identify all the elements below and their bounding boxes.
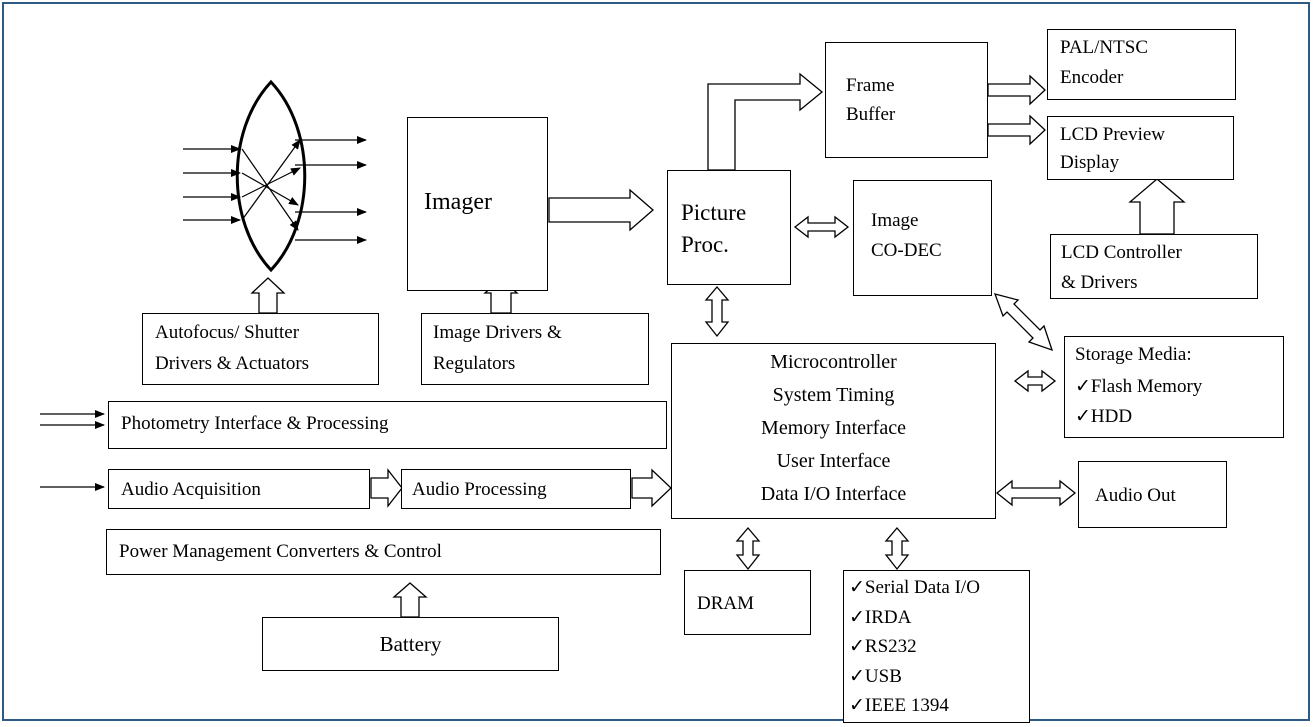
arrow-micro-serial — [884, 526, 910, 571]
lcd-controller-line-2: & Drivers — [1061, 272, 1138, 293]
arrow-codec-storage — [993, 293, 1054, 352]
image-drivers-block: Image Drivers & Regulators — [421, 313, 649, 385]
imager-block: Imager — [407, 117, 548, 291]
block-arrows — [250, 72, 1186, 618]
autofocus-line-1: Autofocus/ Shutter — [155, 322, 300, 343]
battery-label: Battery — [379, 632, 442, 656]
storage-line-2: ✓Flash Memory — [1075, 376, 1203, 397]
frame-buffer-block: Frame Buffer — [825, 42, 988, 158]
serial-io-block: ✓Serial Data I/O ✓IRDA ✓RS232 ✓USB ✓IEEE… — [843, 570, 1030, 723]
micro-line-4: User Interface — [776, 450, 891, 472]
serial-line-3: ✓RS232 — [849, 636, 917, 657]
image-drivers-line-2: Regulators — [433, 353, 516, 374]
picture-proc-block: Picture Proc. — [667, 170, 791, 285]
power-management-label: Power Management Converters & Control — [119, 541, 442, 562]
frame-buffer-line-2: Buffer — [846, 104, 896, 125]
storage-media-block: Storage Media: ✓Flash Memory ✓HDD — [1064, 336, 1284, 438]
audio-out-block: Audio Out — [1078, 461, 1227, 528]
audio-acquisition-block: Audio Acquisition — [108, 469, 370, 509]
lcd-preview-display-block: LCD Preview Display — [1047, 116, 1234, 180]
arrow-battery-to-power — [392, 582, 428, 618]
micro-line-3: Memory Interface — [761, 417, 906, 439]
battery-block: Battery — [262, 617, 559, 671]
picture-proc-line-2: Proc. — [681, 232, 729, 257]
photometry-label: Photometry Interface & Processing — [121, 413, 389, 434]
frame-buffer-line-1: Frame — [846, 75, 895, 96]
light-rays-icon — [183, 136, 367, 244]
photometry-block: Photometry Interface & Processing — [108, 401, 667, 449]
image-codec-block: Image CO-DEC — [853, 180, 992, 296]
serial-line-5: ✓IEEE 1394 — [849, 695, 949, 716]
dram-label: DRAM — [697, 593, 755, 614]
image-codec-line-2: CO-DEC — [871, 240, 942, 261]
arrow-picture-micro — [704, 285, 730, 338]
arrow-proc-to-micro — [631, 468, 672, 508]
storage-line-3: ✓HDD — [1075, 406, 1133, 427]
arrow-framebuffer-to-pal — [987, 74, 1046, 106]
arrow-lcdctrl-to-lcd — [1128, 178, 1186, 235]
pal-ntsc-line-2: Encoder — [1060, 67, 1124, 88]
arrow-micro-dram — [735, 526, 761, 571]
input-arrows — [40, 410, 105, 491]
dram-block: DRAM — [684, 570, 811, 635]
audio-out-label: Audio Out — [1095, 485, 1176, 506]
lcd-preview-line-1: LCD Preview — [1060, 124, 1166, 145]
arrow-picture-to-framebuffer — [707, 72, 824, 171]
micro-line-5: Data I/O Interface — [760, 483, 907, 505]
imager-label: Imager — [424, 189, 492, 215]
picture-proc-line-1: Picture — [681, 200, 747, 225]
audio-processing-block: Audio Processing — [401, 469, 631, 509]
storage-line-1: Storage Media: — [1075, 344, 1192, 365]
arrow-acq-to-proc — [370, 468, 403, 508]
microcontroller-block: Microcontroller System Timing Memory Int… — [671, 343, 996, 519]
lcd-controller-block: LCD Controller & Drivers — [1050, 234, 1258, 299]
arrow-framebuffer-to-lcd — [987, 114, 1046, 146]
image-drivers-line-1: Image Drivers & — [433, 322, 562, 343]
arrow-micro-audioout — [995, 479, 1077, 507]
autofocus-line-2: Drivers & Actuators — [155, 353, 310, 374]
arrow-autofocus-to-lens — [250, 277, 286, 314]
image-codec-line-1: Image — [871, 210, 919, 231]
pal-ntsc-line-1: PAL/NTSC — [1060, 37, 1148, 58]
micro-line-1: Microcontroller — [770, 351, 897, 373]
lcd-controller-line-1: LCD Controller — [1061, 242, 1182, 263]
pal-ntsc-encoder-block: PAL/NTSC Encoder — [1047, 29, 1236, 100]
lcd-preview-line-2: Display — [1060, 152, 1120, 173]
serial-line-1: ✓Serial Data I/O — [849, 577, 980, 598]
autofocus-shutter-block: Autofocus/ Shutter Drivers & Actuators — [142, 313, 379, 385]
arrow-micro-storage — [1013, 369, 1057, 393]
serial-line-4: ✓USB — [849, 666, 902, 687]
lens-icon — [235, 79, 307, 273]
serial-line-2: ✓IRDA — [849, 607, 912, 628]
arrow-picture-codec — [793, 215, 850, 239]
audio-processing-label: Audio Processing — [412, 479, 547, 500]
power-management-block: Power Management Converters & Control — [106, 529, 661, 575]
arrow-imager-to-picture — [548, 188, 654, 232]
micro-line-2: System Timing — [772, 384, 895, 406]
audio-acquisition-label: Audio Acquisition — [121, 479, 261, 500]
